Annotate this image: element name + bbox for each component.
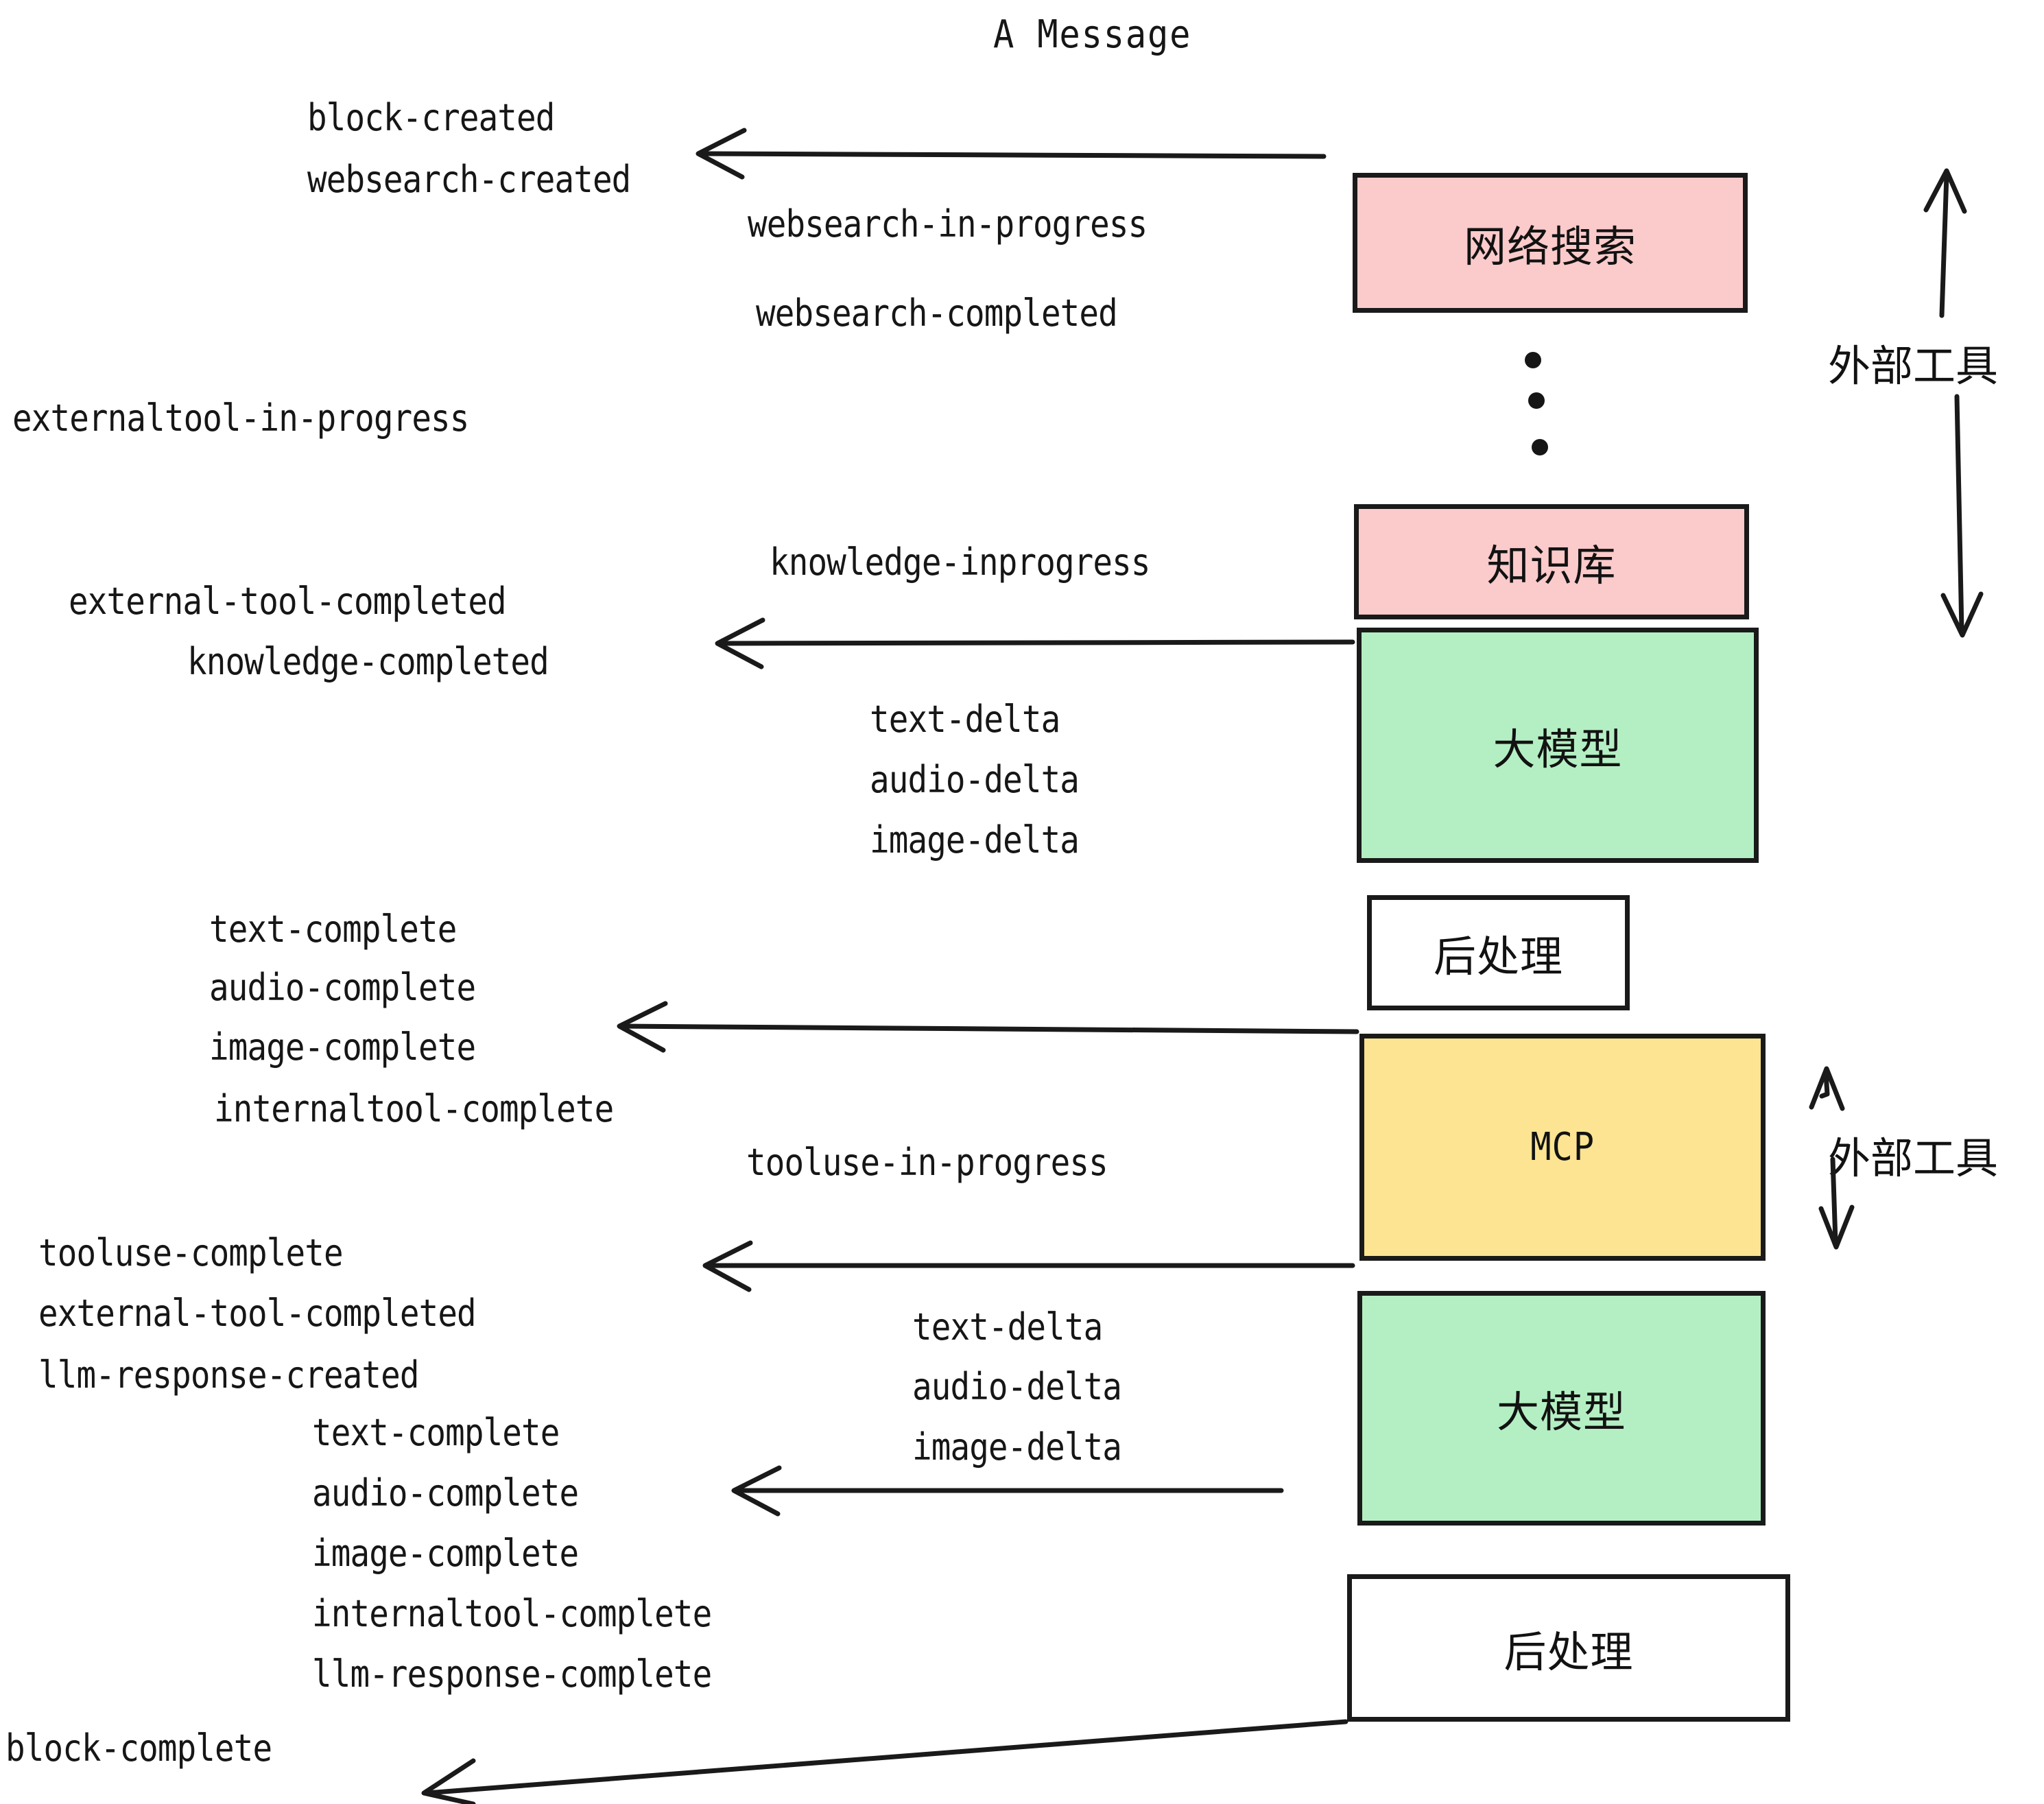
event-image-delta-1: image-delta [870, 818, 1080, 862]
arrow-external-tools-up-bottom [1809, 1066, 1845, 1111]
arrow-llm-bottom-to-audio-complete [731, 1465, 1284, 1517]
page-title: A Message [993, 12, 1192, 57]
box-mcp-label: MCP [1530, 1125, 1595, 1170]
event-text-delta-1: text-delta [870, 698, 1060, 741]
event-block-created: block-created [307, 96, 555, 139]
arrow-external-tools-up-top [1923, 168, 1967, 318]
event-audio-delta-1: audio-delta [870, 758, 1080, 801]
event-audio-delta-2: audio-delta [912, 1365, 1122, 1408]
event-websearch-created: websearch-created [307, 158, 631, 201]
event-block-complete: block-complete [5, 1726, 272, 1770]
ellipsis-dot-2 [1528, 392, 1545, 409]
box-llm-bottom-label: 大模型 [1496, 1387, 1626, 1437]
box-llm-bottom[interactable]: 大模型 [1357, 1291, 1766, 1526]
arrow-postprocess-bottom-to-block-complete [421, 1719, 1348, 1804]
event-audio-complete-1: audio-complete [209, 966, 476, 1009]
arrow-external-tools-down-top [1940, 394, 1984, 638]
event-knowledge-inprogress: knowledge-inprogress [770, 541, 1150, 584]
event-llm-response-complete: llm-response-complete [312, 1652, 712, 1696]
box-postprocess-bottom[interactable]: 后处理 [1347, 1574, 1790, 1722]
arrow-websearch-to-block-created [696, 128, 1327, 180]
event-tooluse-in-progress: tooluse-in-progress [746, 1141, 1108, 1184]
box-knowledge-label: 知识库 [1486, 541, 1617, 591]
event-image-complete-2: image-complete [312, 1532, 579, 1575]
event-external-tool-completed-1: external-tool-completed [69, 580, 507, 623]
ellipsis-dot-1 [1525, 352, 1541, 368]
box-websearch-label: 网络搜索 [1463, 222, 1637, 272]
arrow-knowledge-to-knowledge-completed [715, 617, 1355, 669]
event-text-complete-1: text-complete [209, 907, 457, 951]
event-image-delta-2: image-delta [912, 1425, 1122, 1469]
box-websearch[interactable]: 网络搜索 [1353, 173, 1748, 313]
box-postprocess-top[interactable]: 后处理 [1367, 895, 1630, 1010]
event-text-complete-2: text-complete [312, 1411, 560, 1454]
event-llm-response-created: llm-response-created [38, 1353, 419, 1397]
event-image-complete-1: image-complete [209, 1025, 476, 1069]
event-audio-complete-2: audio-complete [312, 1471, 579, 1515]
box-llm-top-label: 大模型 [1493, 724, 1623, 774]
box-postprocess-bottom-label: 后处理 [1504, 1626, 1634, 1677]
ellipsis-dot-3 [1532, 439, 1548, 455]
event-internaltool-complete-1: internaltool-complete [214, 1087, 614, 1130]
arrow-mcp-to-tooluse-complete [702, 1240, 1355, 1292]
box-mcp[interactable]: MCP [1359, 1034, 1766, 1261]
box-llm-top[interactable]: 大模型 [1357, 628, 1759, 863]
box-knowledge[interactable]: 知识库 [1354, 504, 1749, 619]
event-websearch-completed: websearch-completed [756, 292, 1118, 335]
side-label-external-tools-bottom: 外部工具 [1828, 1133, 1999, 1183]
event-knowledge-completed: knowledge-completed [187, 640, 549, 683]
event-external-tool-completed-2: external-tool-completed [38, 1292, 477, 1335]
side-label-external-tools-top: 外部工具 [1828, 341, 1999, 391]
event-text-delta-2: text-delta [912, 1305, 1103, 1349]
event-websearch-in-progress: websearch-in-progress [748, 202, 1148, 246]
event-internaltool-complete-2: internaltool-complete [312, 1592, 712, 1635]
arrow-postprocess-to-image-complete [617, 1001, 1359, 1053]
event-externaltool-in-progress: externaltool-in-progress [12, 396, 469, 440]
box-postprocess-top-label: 后处理 [1433, 931, 1563, 982]
event-tooluse-complete: tooluse-complete [38, 1231, 344, 1274]
